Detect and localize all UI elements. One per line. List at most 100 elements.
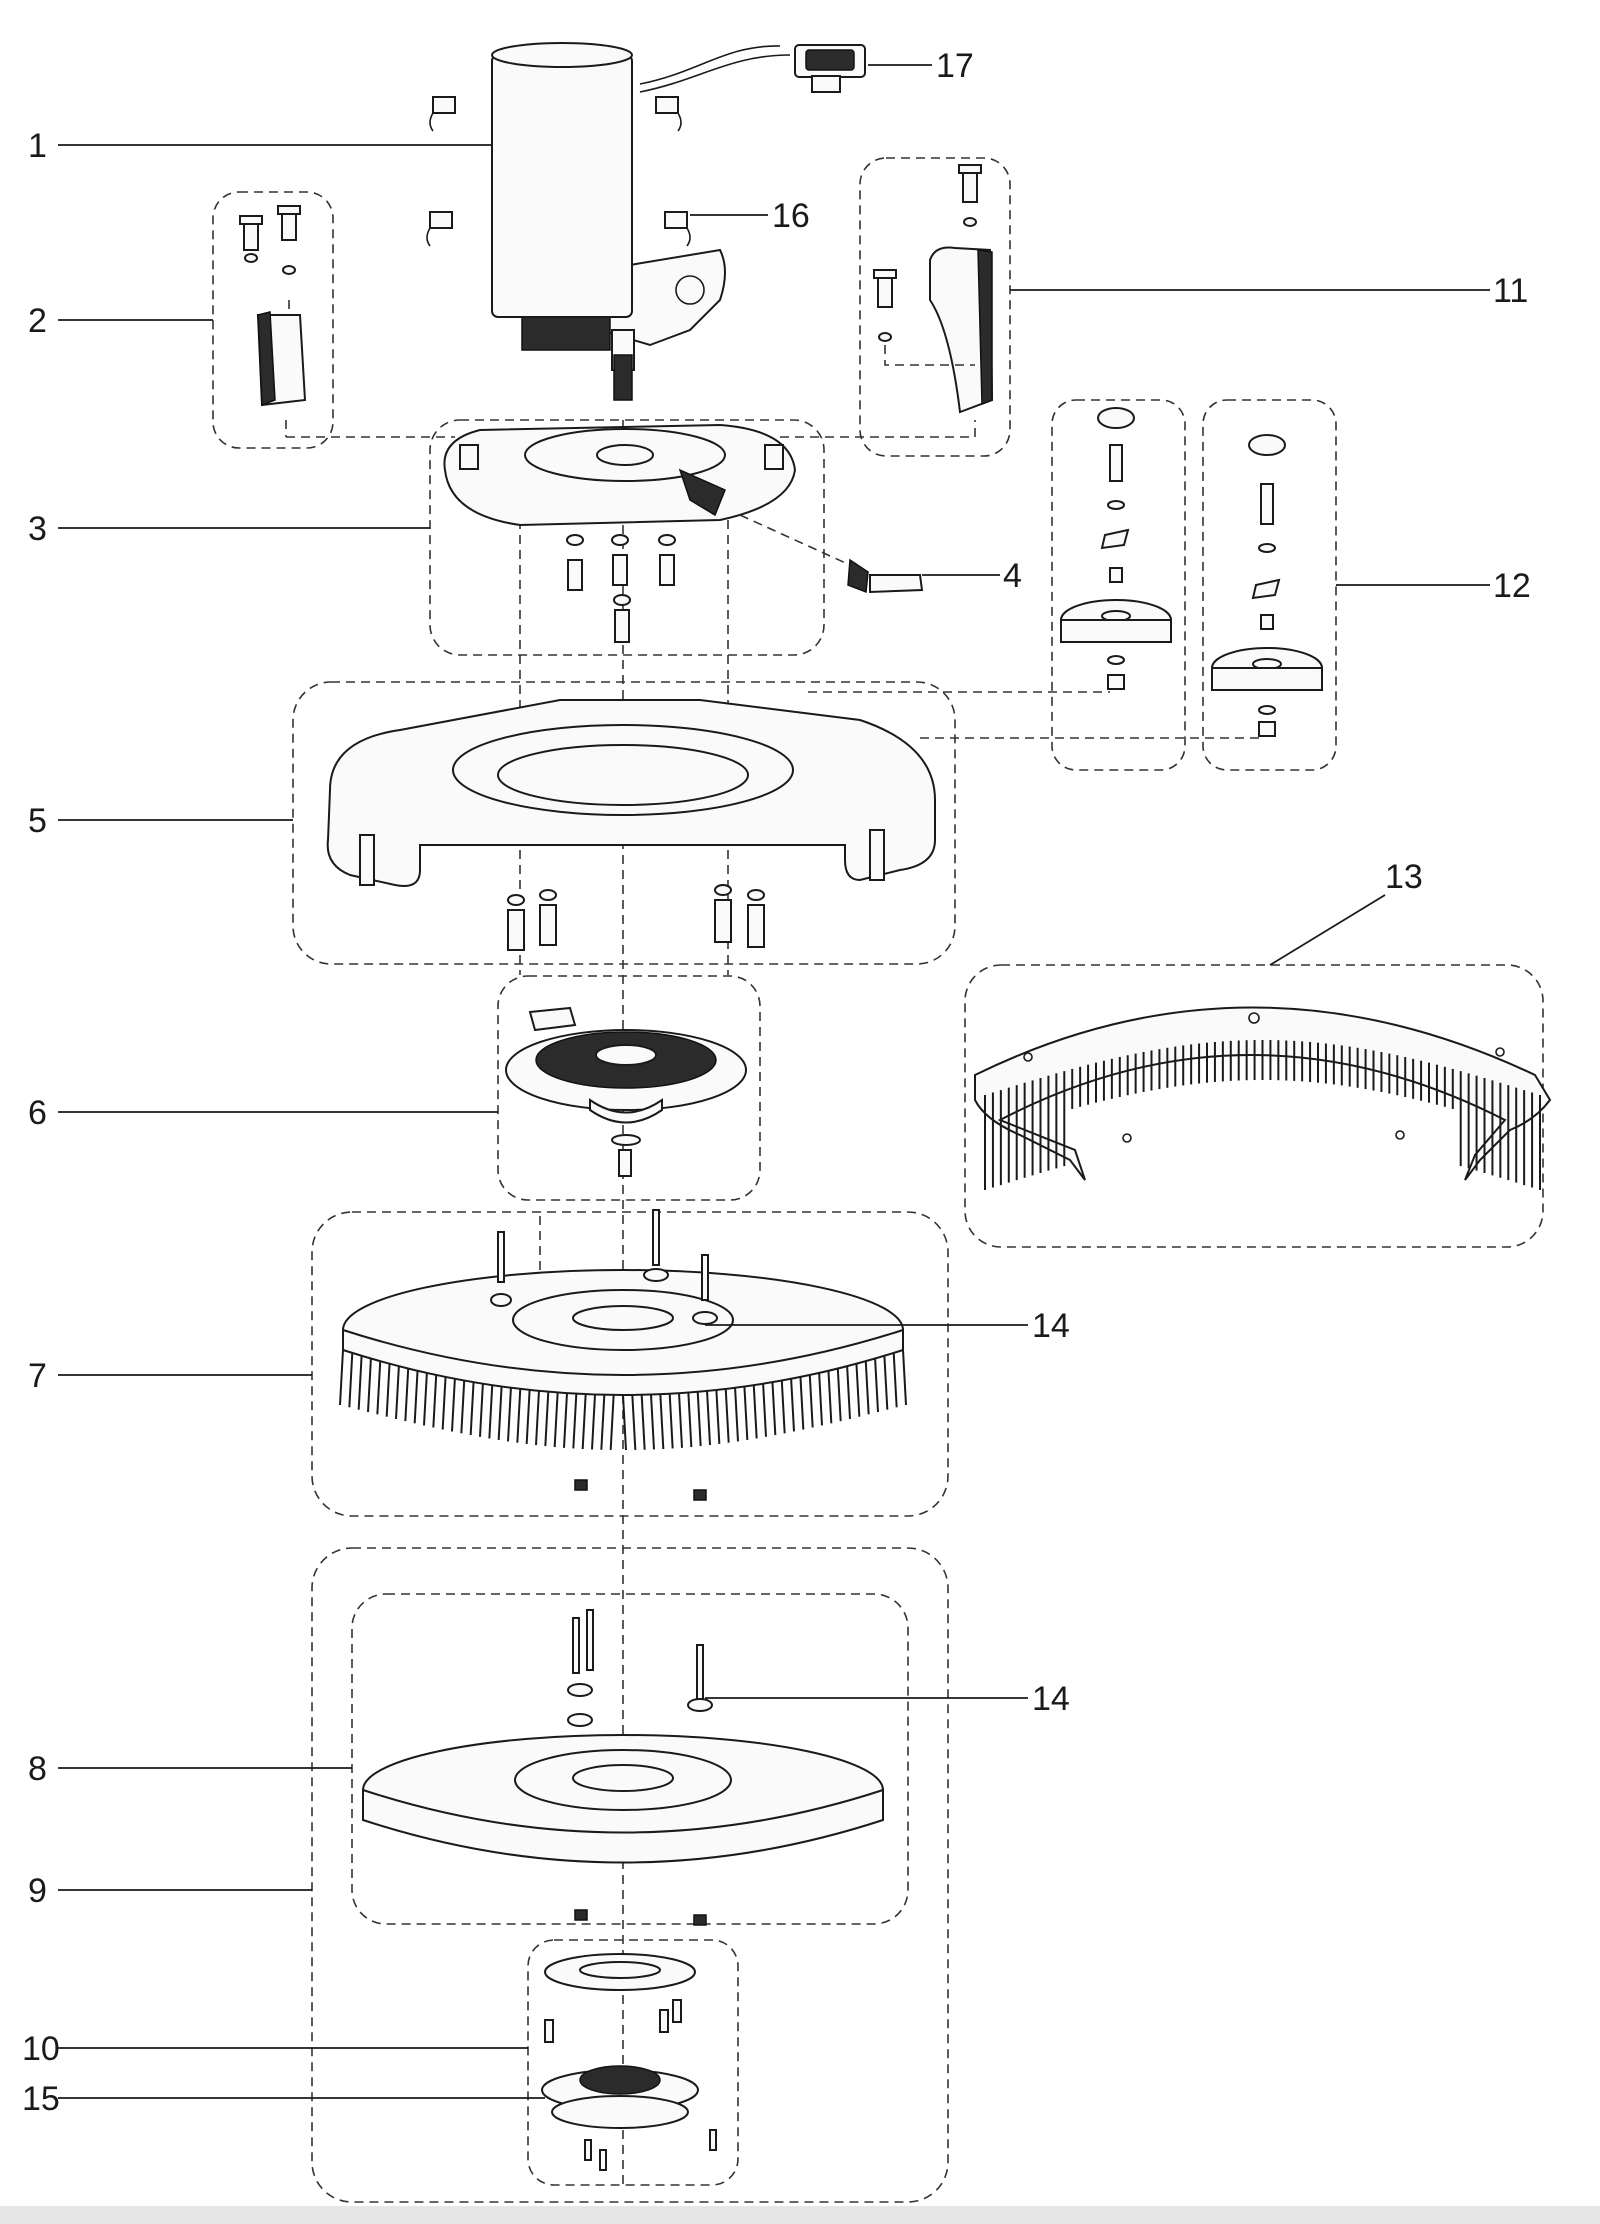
bristle bbox=[460, 1378, 466, 1434]
bristle bbox=[883, 1354, 889, 1410]
bristle bbox=[525, 1388, 531, 1445]
bristle bbox=[591, 1394, 596, 1450]
bristle bbox=[780, 1378, 786, 1434]
bristle bbox=[902, 1349, 907, 1406]
bristle bbox=[696, 1391, 702, 1447]
brush-clip-parts bbox=[426, 96, 691, 247]
callout-14-upper: 14 bbox=[1032, 1307, 1070, 1345]
scrub-brush-part bbox=[339, 1209, 907, 1501]
bristle bbox=[432, 1372, 438, 1428]
callout-3: 3 bbox=[28, 510, 47, 548]
callout-11: 11 bbox=[1493, 272, 1528, 310]
bristle bbox=[622, 1394, 627, 1451]
bristle bbox=[640, 1394, 646, 1450]
callout-12: 12 bbox=[1493, 567, 1531, 605]
base-housing-part bbox=[326, 699, 936, 951]
bristle bbox=[479, 1381, 484, 1437]
bristle bbox=[827, 1368, 833, 1424]
callout-6: 6 bbox=[28, 1094, 47, 1132]
motor-plate-part bbox=[443, 423, 797, 643]
callout-5: 5 bbox=[28, 802, 47, 840]
bristle bbox=[762, 1381, 767, 1437]
bristle bbox=[563, 1392, 568, 1448]
bristle bbox=[395, 1363, 400, 1419]
callout-labels: 1 2 3 4 5 6 7 8 9 10 11 12 13 14 14 15 1… bbox=[22, 47, 1531, 2118]
group-boundaries bbox=[212, 157, 1544, 2203]
bristle bbox=[668, 1393, 674, 1449]
bristle bbox=[572, 1393, 578, 1449]
bristle bbox=[892, 1352, 898, 1408]
bristle bbox=[376, 1359, 382, 1415]
bracket-right-part bbox=[873, 164, 994, 414]
bristle bbox=[469, 1380, 475, 1436]
bristle bbox=[507, 1386, 512, 1442]
leader-lines bbox=[58, 64, 1490, 2099]
bristle bbox=[836, 1366, 842, 1422]
bristle bbox=[650, 1394, 655, 1450]
bristle bbox=[413, 1368, 419, 1424]
bristle bbox=[339, 1349, 344, 1406]
bristle bbox=[441, 1374, 447, 1430]
callout-8: 8 bbox=[28, 1750, 47, 1788]
callout-17: 17 bbox=[936, 47, 974, 85]
skirt-bristles bbox=[984, 1040, 1541, 1190]
callout-13: 13 bbox=[1385, 858, 1423, 896]
bristle bbox=[659, 1393, 665, 1450]
bristle bbox=[497, 1384, 503, 1441]
motor-part bbox=[491, 42, 726, 401]
bristle bbox=[724, 1387, 730, 1443]
callout-4: 4 bbox=[1003, 557, 1022, 595]
bristle bbox=[771, 1380, 777, 1436]
bristle bbox=[535, 1390, 540, 1446]
bristle bbox=[553, 1391, 559, 1448]
bristle bbox=[855, 1361, 861, 1417]
bristle bbox=[734, 1386, 739, 1442]
bristle bbox=[423, 1370, 428, 1426]
bristle bbox=[516, 1387, 522, 1443]
callout-7: 7 bbox=[28, 1357, 47, 1395]
pad-holder-part bbox=[362, 1609, 884, 1926]
bristle bbox=[864, 1359, 870, 1415]
callout-15: 15 bbox=[22, 2080, 60, 2118]
bristle bbox=[404, 1366, 410, 1422]
bristle bbox=[687, 1391, 693, 1448]
splash-skirt-part bbox=[974, 1006, 1552, 1190]
center-lock-part bbox=[541, 1953, 717, 2171]
bristle bbox=[631, 1394, 637, 1450]
bristle bbox=[874, 1356, 879, 1413]
bristle bbox=[846, 1363, 851, 1419]
pin-part bbox=[739, 514, 924, 594]
bristle bbox=[706, 1390, 711, 1446]
callout-10: 10 bbox=[22, 2030, 60, 2068]
bristle bbox=[818, 1370, 823, 1426]
bristle bbox=[600, 1394, 606, 1450]
bristle bbox=[609, 1394, 615, 1450]
bristle bbox=[808, 1372, 814, 1428]
bristle bbox=[790, 1376, 795, 1432]
bristle bbox=[385, 1361, 391, 1417]
callout-16: 16 bbox=[772, 197, 810, 235]
callout-14-lower: 14 bbox=[1032, 1680, 1070, 1718]
brush-bristles bbox=[339, 1349, 907, 1451]
bristle bbox=[799, 1374, 805, 1430]
bristle bbox=[357, 1354, 363, 1410]
bracket-left-part bbox=[239, 205, 307, 407]
drive-hub-part bbox=[505, 1006, 747, 1177]
castor-kit-right bbox=[1211, 434, 1323, 737]
bristle bbox=[544, 1391, 550, 1447]
bristle bbox=[367, 1356, 372, 1413]
page-footer-bar bbox=[0, 2206, 1600, 2224]
callout-2: 2 bbox=[28, 302, 47, 340]
switch-part bbox=[639, 44, 866, 93]
callout-1: 1 bbox=[28, 127, 47, 165]
bristle bbox=[715, 1388, 721, 1445]
bristle bbox=[752, 1383, 758, 1439]
bristle bbox=[488, 1383, 494, 1439]
castor-kit-left bbox=[1060, 407, 1172, 690]
bristle bbox=[743, 1384, 749, 1441]
callout-9: 9 bbox=[28, 1872, 47, 1910]
bristle bbox=[348, 1352, 354, 1408]
bristle bbox=[678, 1392, 683, 1448]
bristle bbox=[451, 1376, 456, 1432]
